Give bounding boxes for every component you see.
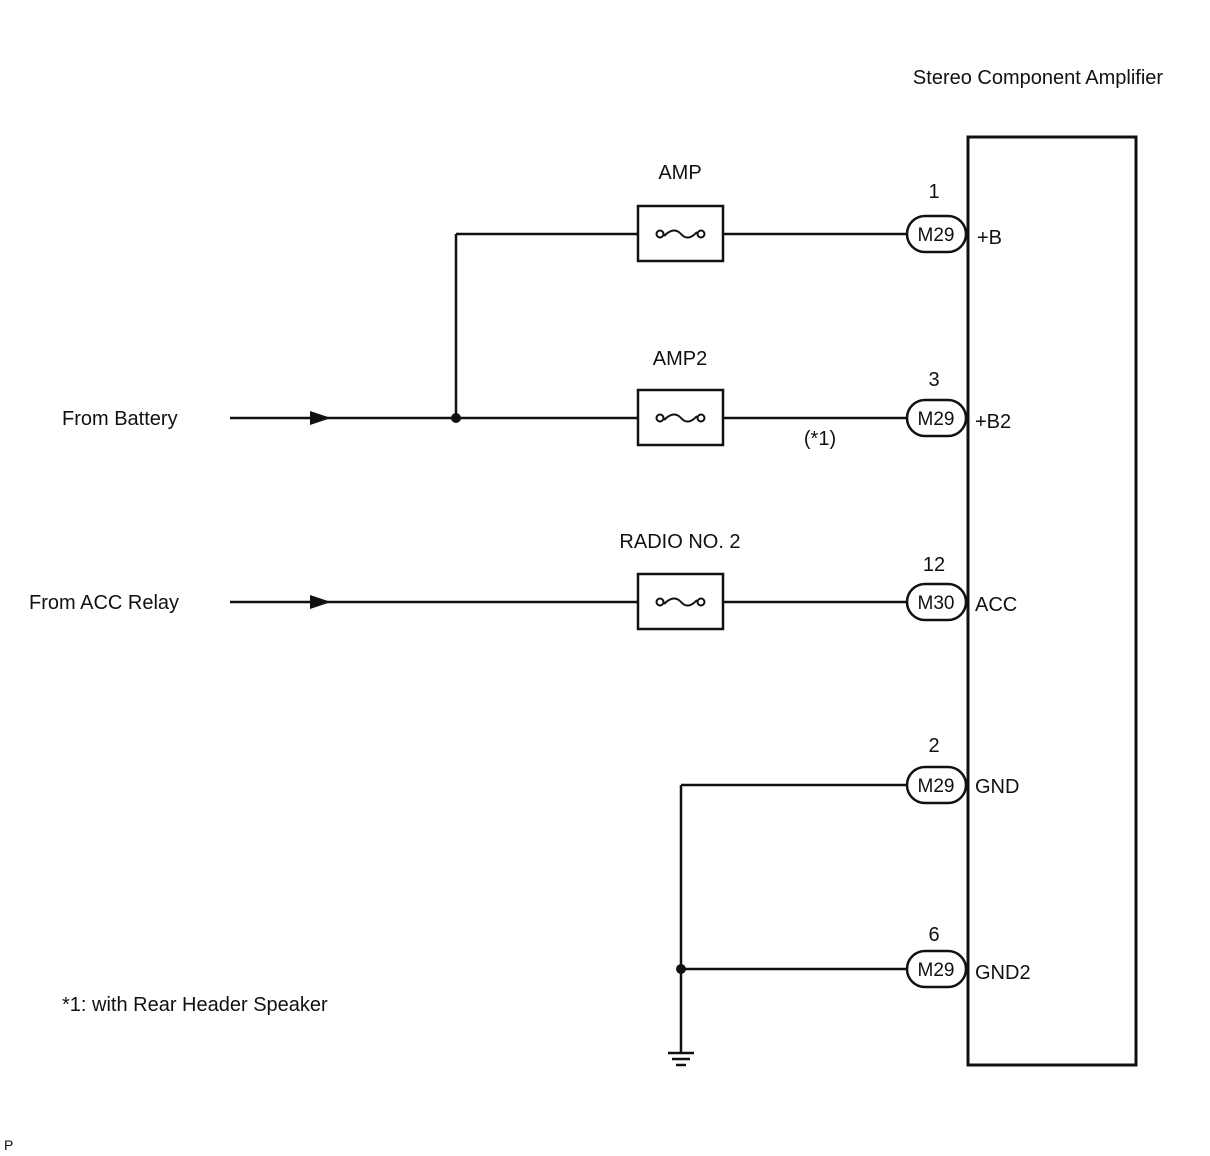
fuse-amp (636, 204, 725, 263)
acc-arrow-icon (310, 595, 331, 609)
pin6-connector (905, 949, 968, 989)
pin12-number: 12 (923, 554, 945, 576)
ground-junction (676, 964, 686, 974)
battery-arrow-icon (310, 411, 331, 425)
amplifier-box (966, 135, 1138, 1067)
pin2-connector (905, 765, 968, 805)
pin12-connector-label: M30 (918, 593, 955, 614)
fuse-amp-icon (655, 229, 706, 239)
pin3-signal: +B2 (975, 411, 1011, 433)
note-marker: (*1) (804, 428, 836, 450)
pin1-connector-label: M29 (918, 225, 955, 246)
pin2-number: 2 (928, 735, 939, 757)
pin12-signal: ACC (975, 594, 1017, 616)
fuse-radio2-label: RADIO NO. 2 (619, 531, 740, 553)
fuse-amp-label: AMP (658, 162, 701, 184)
corner-mark: P (4, 1137, 13, 1153)
pin1-signal: +B (977, 227, 1002, 249)
pin1-number: 1 (928, 181, 939, 203)
pin6-signal: GND2 (975, 962, 1031, 984)
fuse-amp2-label: AMP2 (653, 348, 707, 370)
ground-symbol-icon (668, 1051, 694, 1067)
pin3-number: 3 (928, 369, 939, 391)
fuse-amp2-icon (655, 413, 706, 423)
component-title: Stereo Component Amplifier (913, 67, 1163, 89)
pin6-connector-label: M29 (918, 960, 955, 981)
pin12-connector (905, 582, 968, 622)
pin1-connector (905, 214, 968, 254)
footnote: *1: with Rear Header Speaker (62, 994, 328, 1016)
fuse-radio2-icon (655, 597, 706, 607)
pin3-connector (905, 398, 968, 438)
pin2-connector-label: M29 (918, 776, 955, 797)
source-battery-label: From Battery (62, 408, 178, 430)
pin3-connector-label: M29 (918, 409, 955, 430)
source-acc-label: From ACC Relay (29, 592, 179, 614)
pin6-number: 6 (928, 924, 939, 946)
pin2-signal: GND (975, 776, 1019, 798)
